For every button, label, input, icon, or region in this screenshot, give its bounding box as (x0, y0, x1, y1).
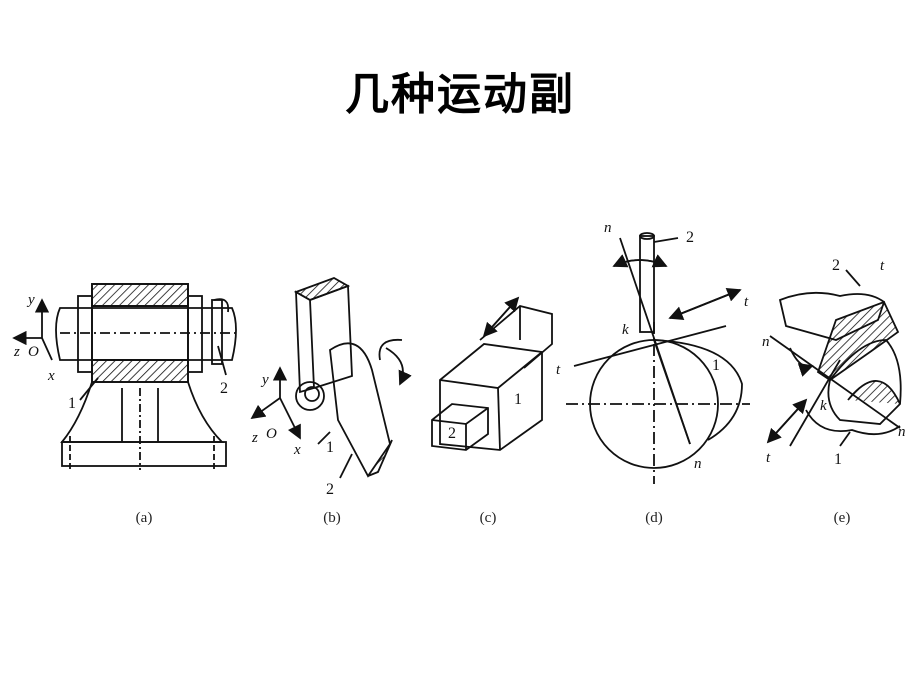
fig-a-origin-label: O (28, 344, 39, 360)
fig-d-n-label-top: n (604, 220, 612, 236)
fig-b-x-label: x (293, 442, 301, 458)
fig-d-k-label: k (622, 322, 629, 338)
caption-b: (b) (323, 510, 341, 526)
figure-e-gear-pair (766, 269, 902, 447)
fig-d-n-label-bottom: n (694, 456, 702, 472)
figure-b-pin-joint (250, 277, 412, 479)
fig-e-t-label-top: t (880, 258, 885, 274)
fig-d-part-1-label: 1 (712, 357, 720, 374)
fig-b-z-label: z (251, 430, 258, 446)
fig-b-origin-label: O (266, 426, 277, 442)
fig-d-t-label-left: t (556, 362, 561, 378)
fig-e-part-2-label: 2 (832, 257, 840, 274)
fig-d-t-label-right: t (744, 294, 749, 310)
fig-e-k-label: k (820, 398, 827, 414)
fig-e-n-label-right: n (898, 424, 906, 440)
fig-a-y-label: y (26, 292, 35, 308)
fig-a-part-1-label: 1 (68, 395, 76, 412)
caption-a: (a) (135, 510, 153, 526)
figure-a-revolute-pair (12, 283, 240, 472)
fig-d-part-2-label: 2 (686, 229, 694, 246)
fig-e-t-label-bottom: t (766, 450, 771, 466)
fig-a-x-label: x (47, 368, 55, 384)
fig-b-part-2-label: 2 (326, 481, 334, 498)
figure-d-higher-pair (566, 232, 750, 484)
caption-c: (c) (479, 510, 497, 526)
figure-c-prismatic-pair (431, 296, 553, 451)
fig-e-n-label-left: n (762, 334, 770, 350)
caption-d: (d) (645, 510, 663, 526)
slide-title: 几种运动副 (345, 69, 575, 120)
fig-a-z-label: z (13, 344, 20, 360)
fig-c-part-1-label: 1 (514, 391, 522, 408)
fig-b-part-1-label: 1 (326, 439, 334, 456)
fig-b-y-label: y (260, 372, 269, 388)
fig-e-part-1-label: 1 (834, 451, 842, 468)
caption-e: (e) (833, 510, 851, 526)
fig-a-part-2-label: 2 (220, 380, 228, 397)
fig-c-part-2-label: 2 (448, 425, 456, 442)
